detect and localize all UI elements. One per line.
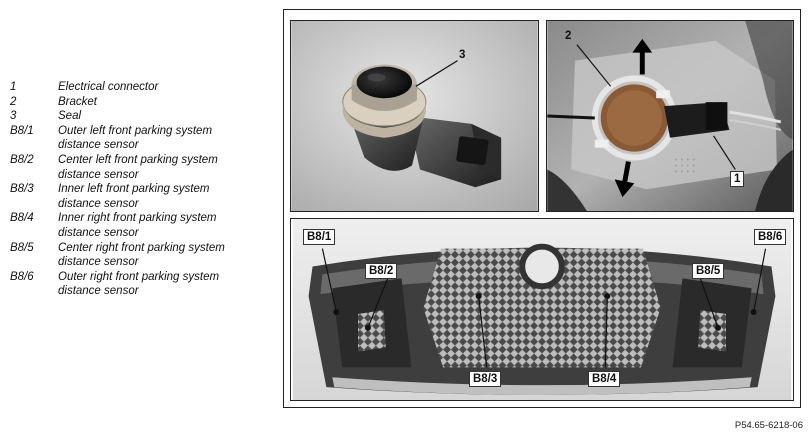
- callout-b8-1: B8/1: [303, 229, 336, 245]
- callout-bracket: 2: [565, 30, 572, 42]
- legend-code: B8/3: [10, 183, 34, 196]
- legend-code: B8/1: [10, 124, 34, 137]
- legend-item-bracket: 2 Bracket: [10, 95, 272, 110]
- callout-b8-4: B8/4: [588, 371, 621, 387]
- legend-item-seal: 3 Seal: [10, 109, 272, 124]
- sensor-closeup-panel: 3: [290, 20, 539, 212]
- legend-text: Bracket: [58, 95, 97, 108]
- front-bumper-panel: B8/1 B8/2 B8/3 B8/4 B8/5 B8/6: [290, 218, 794, 401]
- bracket-installation-panel: 2 1: [546, 20, 794, 212]
- legend-text: Seal: [58, 110, 82, 123]
- callout-b8-3: B8/3: [469, 371, 502, 387]
- legend-code: 2: [10, 95, 17, 108]
- legend-code: B8/2: [10, 153, 34, 166]
- callout-b8-5: B8/5: [692, 263, 725, 279]
- legend-code: 3: [10, 110, 17, 123]
- legend-list: 1 Electrical connector 2 Bracket 3 Seal …: [10, 80, 272, 299]
- callout-b8-6: B8/6: [754, 229, 787, 245]
- bracket-installation-illustration: [547, 21, 793, 211]
- front-bumper-illustration: [292, 219, 792, 400]
- figure-frame: 3: [283, 9, 801, 408]
- callout-seal: 3: [459, 49, 466, 61]
- legend-code: B8/5: [10, 241, 34, 254]
- legend-code: B8/4: [10, 212, 34, 225]
- parking-sensor-illustration: [291, 21, 538, 211]
- figure-reference-code: P54.65-6218-06: [734, 420, 803, 431]
- legend-code: B8/6: [10, 270, 34, 283]
- callout-electrical-connector: 1: [730, 171, 745, 187]
- legend-item-electrical-connector: 1 Electrical connector: [10, 80, 272, 95]
- legend-text: Electrical connector: [58, 81, 159, 93]
- legend-code: 1: [10, 81, 17, 93]
- callout-b8-2: B8/2: [365, 263, 398, 279]
